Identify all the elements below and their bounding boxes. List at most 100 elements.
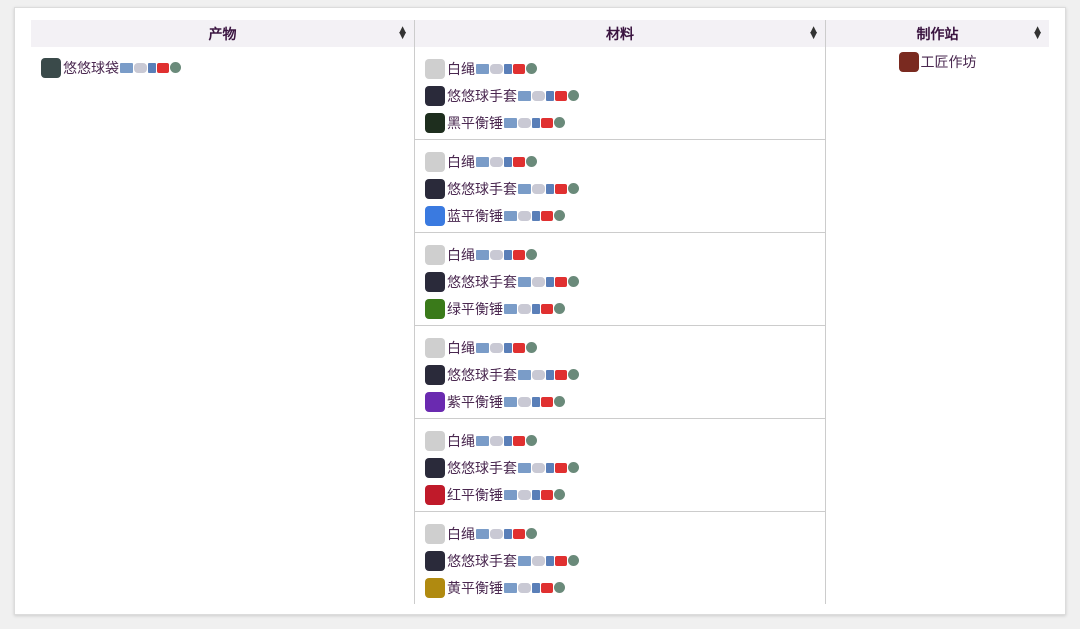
switch-icon [555,555,567,566]
mobile-icon [546,276,554,287]
mobile-icon [504,342,512,353]
mobile-icon [546,183,554,194]
console-icon [490,156,503,167]
header-label: 材料 [606,26,634,43]
mobile-icon [504,156,512,167]
desktop-icon [504,117,517,128]
desktop-icon [476,435,489,446]
item-link[interactable]: 悠悠球手套 [447,88,517,105]
desktop-icon [476,63,489,74]
item-link[interactable]: 紫平衡锤 [447,394,503,411]
item-icon[interactable] [425,298,445,319]
switch-icon [541,396,553,407]
item-link[interactable]: 白绳 [447,154,475,171]
tmodloader-icon [554,117,565,128]
mobile-icon [532,303,540,314]
item-icon[interactable] [425,337,445,358]
item-link[interactable]: 白绳 [447,247,475,264]
item-link[interactable]: 白绳 [447,61,475,78]
header-materials[interactable]: 材料 ▲▼ [414,20,826,47]
tmodloader-icon [526,435,537,446]
item-link[interactable]: 白绳 [447,433,475,450]
item-link[interactable]: 悠悠球手套 [447,274,517,291]
item-link[interactable]: 工匠作坊 [920,55,977,71]
item-link[interactable]: 悠悠球手套 [447,181,517,198]
item-icon[interactable] [425,85,445,106]
item-link[interactable]: 红平衡锤 [447,487,503,504]
header-product[interactable]: 产物▲▼ [31,20,415,47]
desktop-icon [476,156,489,167]
item-icon[interactable] [425,271,445,292]
console-icon [532,555,545,566]
recipe-panel: 产物▲▼ 材料▲▼ 制作站▲▼ 悠悠球袋 白绳悠悠球手套黑平衡锤白绳悠悠球手套蓝… [14,7,1066,615]
item-link[interactable]: 白绳 [447,526,475,543]
item-icon[interactable] [425,58,445,79]
item-icon[interactable] [425,430,445,451]
item-icon[interactable] [425,550,445,571]
sort-icon[interactable]: ▲▼ [1034,25,1041,41]
platform-icons [518,555,579,566]
item-link[interactable]: 蓝平衡锤 [447,208,503,225]
tmodloader-icon [568,90,579,101]
tmodloader-icon [568,369,579,380]
switch-icon [555,90,567,101]
item-icon[interactable] [41,57,61,78]
material-item: 悠悠球手套 [425,547,825,574]
item-icon[interactable] [425,112,445,133]
desktop-icon [518,90,531,101]
tmodloader-icon [526,528,537,539]
item-link[interactable]: 绿平衡锤 [447,301,503,318]
tmodloader-icon [526,342,537,353]
item-icon[interactable] [425,178,445,199]
platform-icons [120,62,181,73]
item-icon[interactable] [425,484,445,505]
desktop-icon [476,249,489,260]
header-station[interactable]: 制作站▲▼ [825,20,1049,47]
material-item: 悠悠球手套 [425,82,825,109]
console-icon [518,210,531,221]
tmodloader-icon [554,396,565,407]
console-icon [518,303,531,314]
item-link[interactable]: 黄平衡锤 [447,580,503,597]
item-link[interactable]: 黑平衡锤 [447,115,503,132]
item-icon[interactable] [425,244,445,265]
item-link[interactable]: 悠悠球袋 [63,60,119,77]
mobile-icon [532,396,540,407]
material-item: 悠悠球手套 [425,361,825,388]
platform-icons [476,63,537,74]
platform-icons [476,249,537,260]
item-icon[interactable] [425,205,445,226]
material-item: 绿平衡锤 [425,295,825,322]
platform-icons [518,183,579,194]
mobile-icon [532,489,540,500]
item-icon[interactable] [898,52,919,72]
item-icon[interactable] [425,457,445,478]
mobile-icon [532,117,540,128]
platform-icons [476,435,537,446]
platform-icons [518,90,579,101]
desktop-icon [518,369,531,380]
item-link[interactable]: 白绳 [447,340,475,357]
switch-icon [513,435,525,446]
tmodloader-icon [554,303,565,314]
switch-icon [555,276,567,287]
sort-icon[interactable]: ▲▼ [399,25,406,41]
console-icon [490,528,503,539]
desktop-icon [518,183,531,194]
item-icon[interactable] [425,523,445,544]
item-icon[interactable] [425,364,445,385]
item-icon[interactable] [425,577,445,598]
item-icon[interactable] [425,151,445,172]
material-item: 红平衡锤 [425,481,825,508]
item-link[interactable]: 悠悠球手套 [447,553,517,570]
platform-icons [518,462,579,473]
sort-icon[interactable]: ▲▼ [810,25,817,41]
mobile-icon [546,369,554,380]
item-icon[interactable] [425,391,445,412]
item-link[interactable]: 悠悠球手套 [447,367,517,384]
tmodloader-icon [568,555,579,566]
desktop-icon [476,528,489,539]
desktop-icon [504,489,517,500]
switch-icon [555,462,567,473]
item-link[interactable]: 悠悠球手套 [447,460,517,477]
